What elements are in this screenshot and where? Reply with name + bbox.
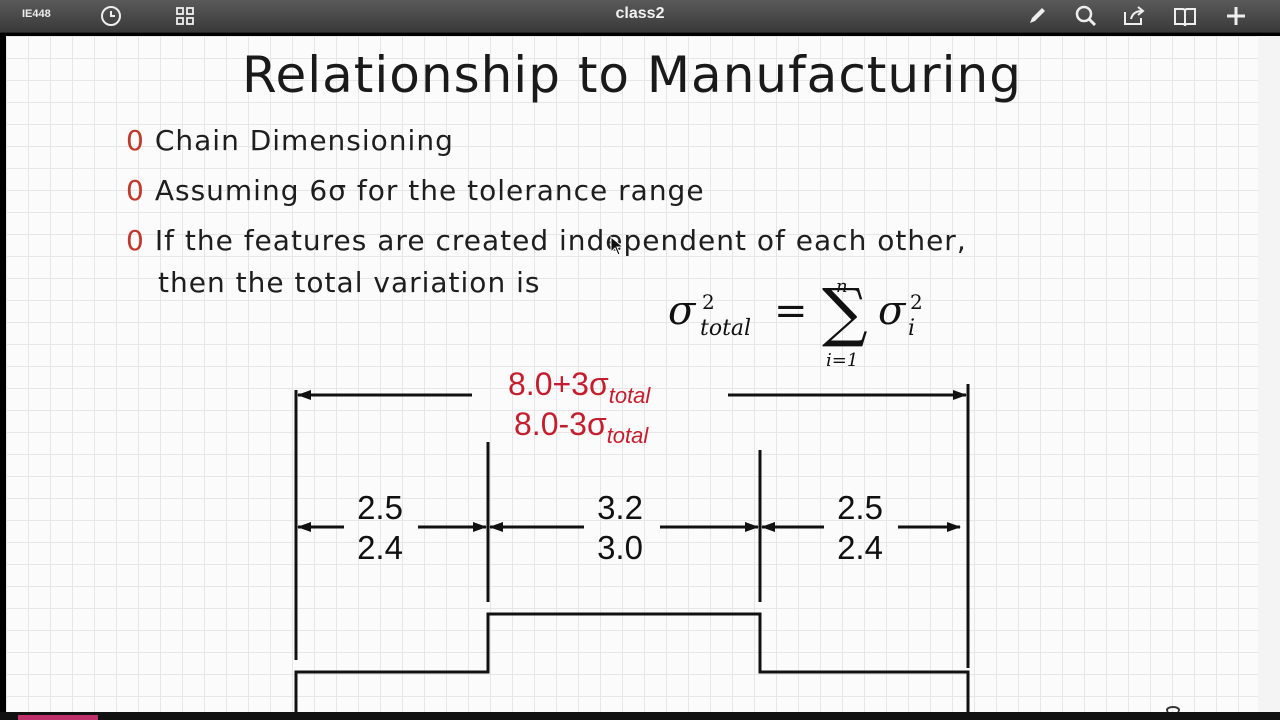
- segment-2-lower: 3.0: [597, 529, 643, 566]
- overall-upper-value: 8.0+3σ: [508, 366, 609, 402]
- overall-lower-subscript: total: [606, 423, 649, 448]
- formula-lhs-sigma: σ: [668, 288, 696, 334]
- dimension-diagram: [294, 384, 970, 712]
- bullet-text: Chain Dimensioning: [154, 124, 454, 157]
- variance-formula: σ 2 total = n ∑ i=1 σ 2 i: [668, 276, 948, 374]
- progress-accent: [18, 715, 98, 720]
- bullet-continuation: then the total variation is: [158, 266, 541, 299]
- clock-icon[interactable]: [98, 3, 124, 29]
- segment-1-lower: 2.4: [357, 529, 403, 566]
- book-icon[interactable]: [1172, 3, 1198, 29]
- bullet-marker: 0: [126, 124, 145, 157]
- bullet-marker: 0: [126, 174, 145, 207]
- formula-rhs-superscript: 2: [910, 290, 923, 314]
- bullet-item: 0 If the features are created independent…: [126, 224, 967, 257]
- segment-1-upper: 2.5: [357, 489, 403, 526]
- segment-3-dimension: 2.5 2.4: [810, 488, 910, 568]
- bullet-item: 0 Assuming 6σ for the tolerance range: [126, 174, 705, 207]
- segment-3-lower: 2.4: [837, 529, 883, 566]
- formula-lhs-superscript: 2: [702, 290, 715, 314]
- segment-3-upper: 2.5: [837, 489, 883, 526]
- document-label[interactable]: IE448: [22, 8, 51, 20]
- bullet-text: If the features are created independent …: [154, 224, 967, 257]
- segment-1-dimension: 2.5 2.4: [330, 488, 430, 568]
- overall-upper-limit: 8.0+3σtotal: [508, 366, 650, 408]
- slide-title: Relationship to Manufacturing: [242, 46, 1022, 104]
- grid-icon[interactable]: [172, 3, 198, 29]
- formula-sum-symbol: ∑: [822, 276, 868, 350]
- formula-lhs-subscript: total: [700, 316, 752, 341]
- share-icon[interactable]: [1121, 3, 1147, 29]
- bottom-bar: [0, 712, 1280, 720]
- plus-icon[interactable]: [1223, 3, 1249, 29]
- overall-lower-limit: 8.0-3σtotal: [514, 406, 648, 448]
- bullet-text: Assuming 6σ for the tolerance range: [154, 174, 705, 207]
- overall-lower-value: 8.0-3σ: [514, 406, 607, 442]
- page-indicator-icon: [1166, 706, 1180, 712]
- slide-canvas: Relationship to Manufacturing 0 Chain Dim…: [6, 36, 1258, 712]
- part-profile: [294, 612, 970, 712]
- top-toolbar: IE448 class2: [0, 0, 1280, 33]
- formula-sum-upper: n: [836, 276, 848, 297]
- right-margin: [1258, 36, 1280, 712]
- bullet-item: 0 Chain Dimensioning: [126, 124, 454, 157]
- bullet-marker: 0: [126, 224, 145, 257]
- formula-equals: =: [774, 288, 808, 334]
- mouse-cursor-icon: [610, 235, 625, 260]
- search-icon[interactable]: [1073, 3, 1099, 29]
- formula-sum-lower: i=1: [826, 350, 859, 371]
- segment-2-dimension: 3.2 3.0: [570, 488, 670, 568]
- formula-rhs-sigma: σ: [878, 288, 906, 334]
- segment-2-upper: 3.2: [597, 489, 643, 526]
- formula-rhs-subscript: i: [908, 316, 916, 341]
- pencil-icon[interactable]: [1024, 3, 1050, 29]
- overall-upper-subscript: total: [608, 383, 651, 408]
